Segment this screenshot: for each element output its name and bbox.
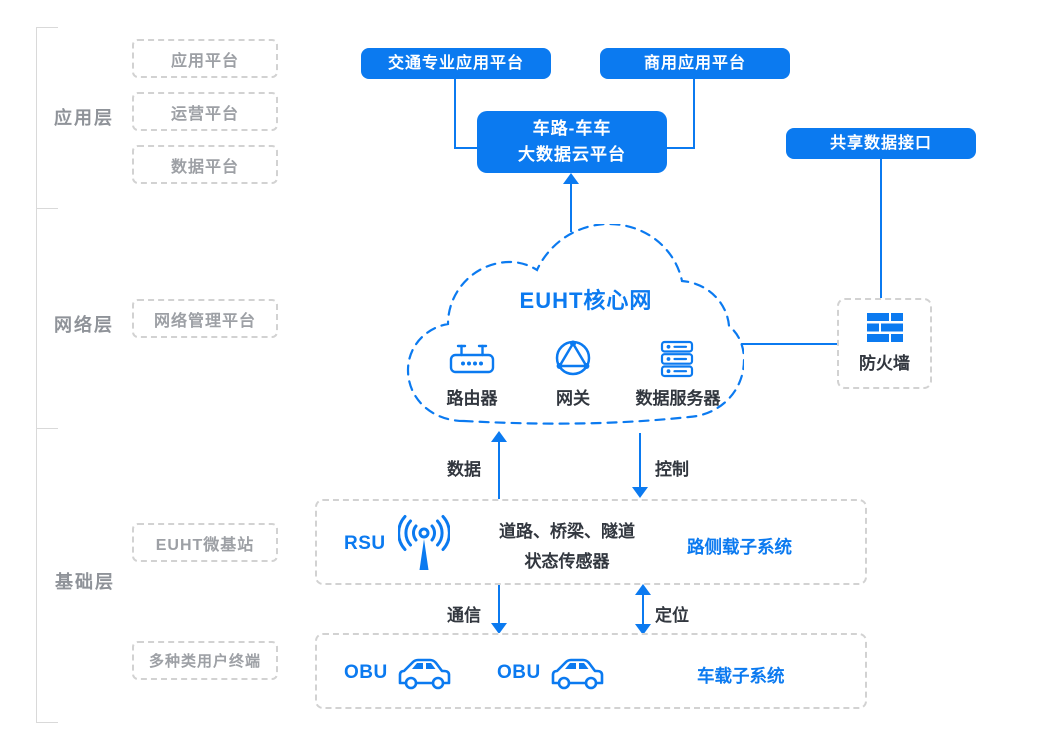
connector-commercial-horizontal: [667, 147, 695, 149]
euht-core-cloud: [398, 224, 744, 432]
roadside-subsystem-box: [315, 499, 867, 585]
flow-label-positioning: 定位: [655, 606, 689, 625]
car-icon: [549, 653, 605, 691]
cloud-node-gateway-label: 网关: [556, 389, 590, 408]
layer-label-application: 应用层: [54, 108, 114, 128]
layer-bracket-tick: [36, 208, 58, 209]
connector-shared-interface-vertical: [880, 159, 882, 299]
cloud-platform-line2: 大数据云平台: [518, 145, 626, 164]
obu-label-2: OBU: [497, 662, 541, 683]
positioning-arrow-down-icon: [635, 624, 651, 635]
roadside-system-label: 路侧载子系统: [687, 537, 792, 557]
car-icon: [396, 653, 452, 691]
arrow-up-to-platform-icon: [563, 173, 579, 184]
layer-bracket-tick: [36, 428, 58, 429]
firewall-box: 防火墙: [837, 298, 932, 389]
box-user-terminals: 多种类用户终端: [132, 641, 278, 680]
box-commercial-application-platform: 商用应用平台: [600, 48, 790, 79]
gateway-icon: [554, 339, 592, 377]
cloud-platform-line1: 车路-车车: [532, 119, 612, 138]
layer-label-base: 基础层: [55, 572, 115, 592]
roadside-sensor-line2: 状态传感器: [524, 552, 610, 571]
box-big-data-cloud-platform: 车路-车车 大数据云平台: [477, 111, 667, 173]
control-arrow-down-icon: [632, 487, 648, 498]
rsu-label: RSU: [344, 533, 386, 554]
box-data-platform: 数据平台: [132, 145, 278, 184]
communication-arrow-line: [498, 585, 500, 624]
firewall-label: 防火墙: [859, 354, 910, 373]
control-arrow-line: [639, 433, 641, 488]
data-arrow-line: [498, 441, 500, 499]
box-operation-platform: 运营平台: [132, 92, 278, 131]
connector-traffic-horizontal: [454, 147, 478, 149]
connector-traffic-vertical: [454, 79, 456, 149]
box-traffic-application-platform: 交通专业应用平台: [361, 48, 551, 79]
box-shared-data-interface: 共享数据接口: [786, 128, 976, 159]
positioning-arrow-up-icon: [635, 584, 651, 595]
data-arrow-up-icon: [491, 431, 507, 442]
firewall-icon: [866, 313, 904, 342]
positioning-arrow-line: [642, 594, 644, 625]
connector-commercial-vertical: [693, 79, 695, 149]
roadside-sensor-line1: 道路、桥梁、隧道: [499, 522, 635, 541]
communication-arrow-down-icon: [491, 623, 507, 634]
arrow-up-to-platform-line: [570, 184, 572, 232]
vehicle-system-label: 车载子系统: [697, 666, 785, 686]
flow-label-communication: 通信: [447, 606, 481, 625]
connector-cloud-firewall: [737, 343, 837, 345]
layer-bracket-tick: [36, 27, 58, 28]
box-application-platform: 应用平台: [132, 39, 278, 78]
cloud-title: EUHT核心网: [519, 288, 653, 313]
antenna-icon: [398, 513, 450, 574]
cloud-node-router-label: 路由器: [446, 389, 498, 408]
router-icon: [449, 342, 495, 376]
flow-label-control: 控制: [655, 460, 689, 479]
layer-bracket-line: [36, 27, 37, 722]
layer-bracket-tick: [36, 722, 58, 723]
roadside-sensor-text: 道路、桥梁、隧道 状态传感器: [477, 517, 657, 577]
flow-label-data: 数据: [447, 460, 481, 479]
layer-label-network: 网络层: [54, 315, 114, 335]
server-icon: [659, 340, 695, 378]
box-network-management-platform: 网络管理平台: [132, 299, 278, 338]
cloud-outline-icon: [406, 224, 744, 425]
box-euht-micro-base-station: EUHT微基站: [132, 523, 278, 562]
obu-label-1: OBU: [344, 662, 388, 683]
cloud-node-server-label: 数据服务器: [635, 389, 721, 408]
vehicle-subsystem-box: [315, 633, 867, 709]
